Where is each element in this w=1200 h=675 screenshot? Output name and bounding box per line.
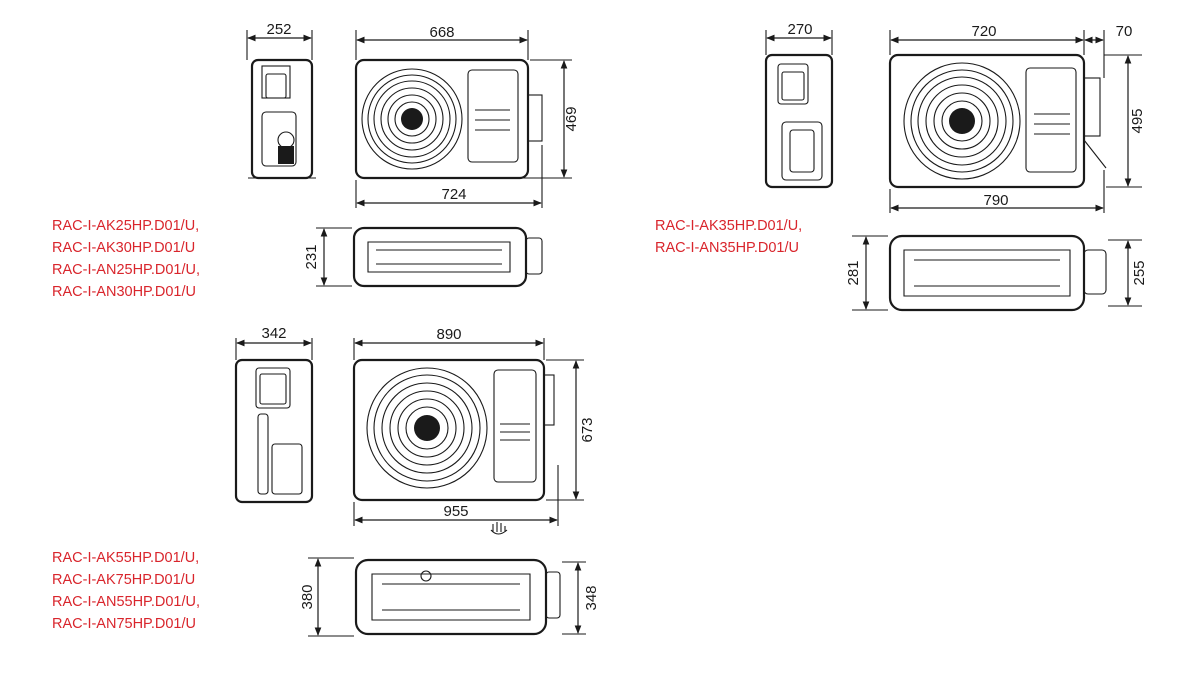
model-label: RAC-I-AN55HP.D01/U, xyxy=(52,594,200,610)
dim-top-depth-right: 348 xyxy=(583,585,600,610)
model-label: RAC-I-AK55HP.D01/U, xyxy=(52,550,199,566)
model-label: RAC-I-AN75HP.D01/U xyxy=(52,616,196,632)
model-label: RAC-I-AN30HP.D01/U xyxy=(52,284,196,300)
dim-valve: 70 xyxy=(1116,23,1133,40)
dim-width-top: 890 xyxy=(436,326,461,343)
group-large: 342 xyxy=(52,325,600,637)
dim-top-depth-right: 255 xyxy=(1131,260,1148,285)
side-view-large xyxy=(234,338,314,504)
top-view-small xyxy=(316,226,543,288)
model-label: RAC-I-AK35HP.D01/U, xyxy=(655,218,802,234)
model-label: RAC-I-AK30HP.D01/U xyxy=(52,240,195,256)
dim-width-top: 720 xyxy=(971,23,996,40)
fan-grille-icon xyxy=(903,62,1021,180)
model-label: RAC-I-AK75HP.D01/U xyxy=(52,572,195,588)
top-view-medium xyxy=(852,234,1142,312)
model-label: RAC-I-AK25HP.D01/U, xyxy=(52,218,199,234)
dim-height: 469 xyxy=(563,106,580,131)
dim-depth: 270 xyxy=(787,21,812,38)
dim-height: 495 xyxy=(1129,108,1146,133)
dim-width-top: 668 xyxy=(429,24,454,41)
front-view-large xyxy=(352,338,584,535)
dim-top-depth: 231 xyxy=(303,244,320,269)
dim-width-bottom: 724 xyxy=(441,186,466,203)
dim-depth: 342 xyxy=(261,325,286,342)
group-medium: 270 xyxy=(655,21,1148,312)
top-view-large xyxy=(308,557,586,637)
model-label: RAC-I-AN25HP.D01/U, xyxy=(52,262,200,278)
fan-grille-icon xyxy=(361,68,463,170)
front-view-small xyxy=(354,30,572,208)
dim-top-depth-left: 281 xyxy=(845,260,862,285)
front-view-medium xyxy=(888,30,1142,213)
dim-width-bottom: 955 xyxy=(443,503,468,520)
fan-grille-icon xyxy=(366,367,488,489)
group-small: 252 xyxy=(52,21,580,300)
side-view-medium xyxy=(764,30,834,189)
dim-width-bottom: 790 xyxy=(983,192,1008,209)
dim-top-depth-left: 380 xyxy=(299,584,316,609)
dim-depth: 252 xyxy=(266,21,291,38)
model-label: RAC-I-AN35HP.D01/U xyxy=(655,240,799,256)
dim-height: 673 xyxy=(579,417,596,442)
lift-handle-icon xyxy=(490,522,508,535)
side-view-small xyxy=(246,30,316,180)
